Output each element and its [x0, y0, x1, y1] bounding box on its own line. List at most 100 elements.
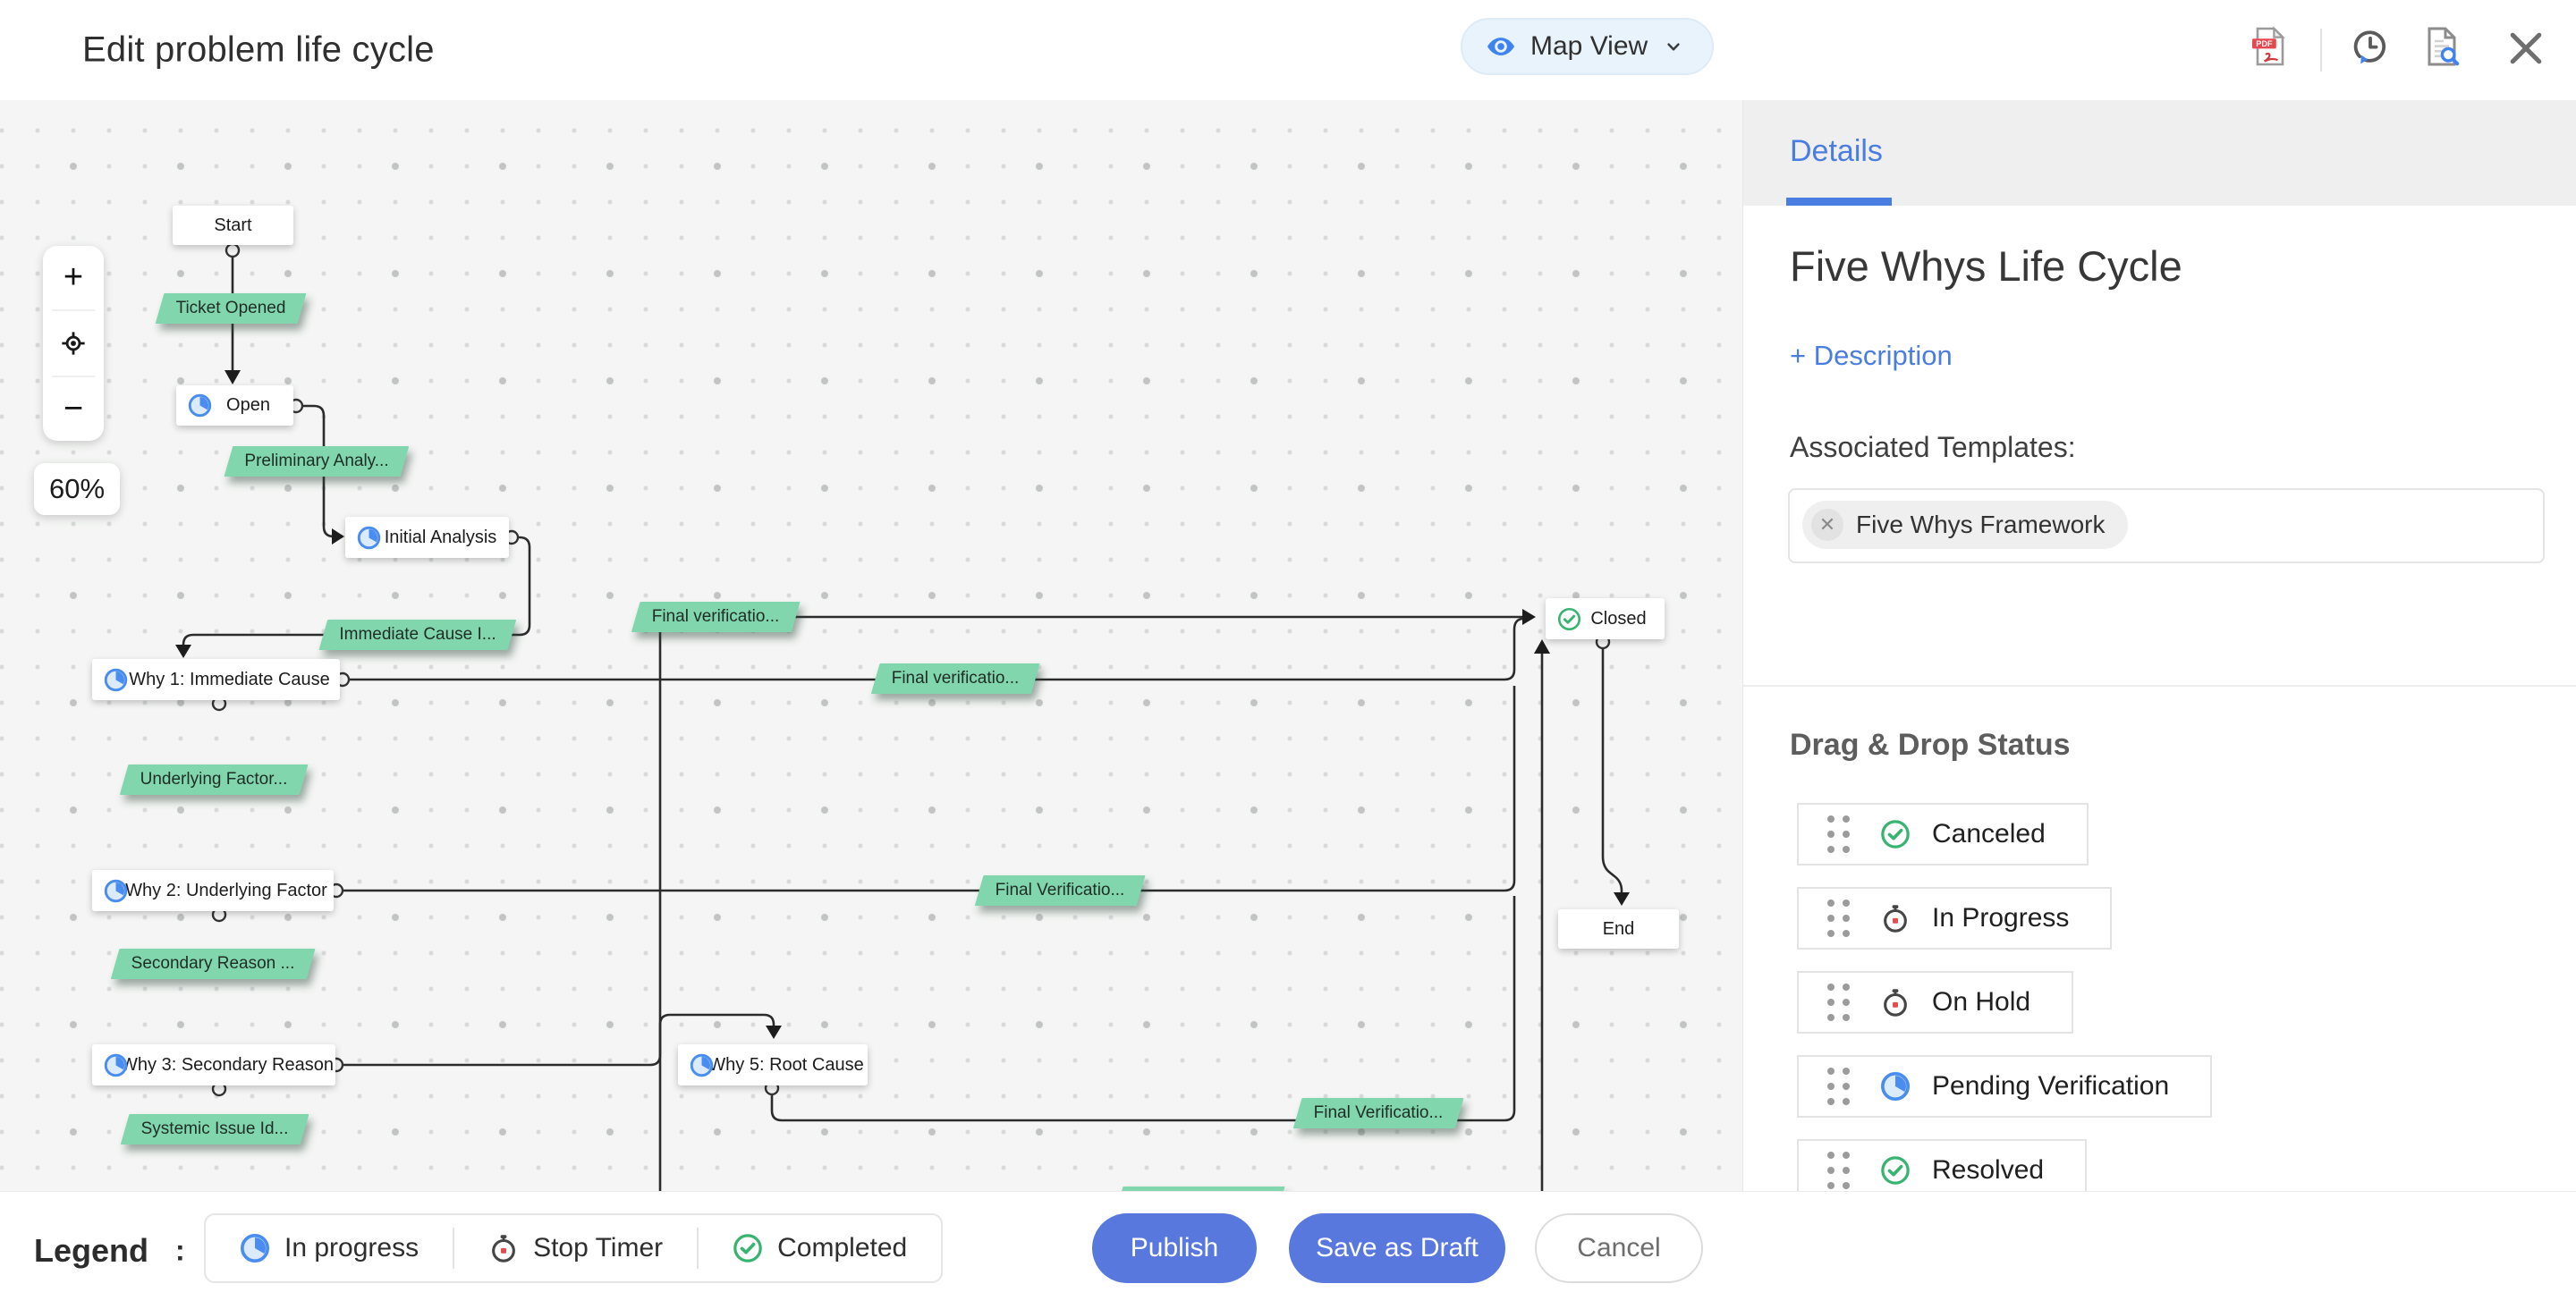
close-icon[interactable] [2504, 27, 2547, 70]
in-progress-icon [188, 393, 212, 418]
transition-label[interactable]: Ticket Opened [155, 293, 307, 324]
transition-label-text: Systemic Issue Id... [140, 1119, 289, 1138]
transition-label[interactable]: Systemic Issue Id... [120, 1114, 309, 1144]
transition-label-text: Final verificatio... [651, 607, 780, 626]
in-progress-icon [357, 526, 381, 550]
status-card[interactable]: Pending Verification [1797, 1055, 2213, 1118]
status-label: In Progress [1932, 903, 2070, 933]
associated-templates-label: Associated Templates: [1790, 431, 2076, 463]
transition-label[interactable]: Final verificatio... [870, 663, 1040, 694]
transition-label[interactable]: Final verificatio... [631, 602, 801, 632]
save-as-draft-button[interactable]: Save as Draft [1289, 1213, 1505, 1283]
view-selector-label: Map View [1530, 31, 1648, 61]
document-search-icon[interactable] [2420, 25, 2463, 68]
flow-node-why2[interactable]: Why 2: Underlying Factor [92, 870, 334, 911]
node-label: Why 5: Root Cause [708, 1054, 864, 1075]
tab-details[interactable]: Details [1790, 134, 1883, 168]
node-label: Why 2: Underlying Factor [125, 880, 327, 900]
chevron-down-icon [1662, 35, 1685, 58]
history-icon[interactable] [2349, 25, 2392, 68]
zoom-widget: + − [43, 246, 104, 441]
completed-icon [1880, 1155, 1911, 1186]
node-label: Why 3: Secondary Reason [121, 1054, 334, 1075]
cancel-button[interactable]: Cancel [1535, 1213, 1703, 1283]
status-card[interactable]: In Progress [1797, 887, 2113, 950]
transition-label-text: Immediate Cause I... [339, 625, 496, 644]
node-label: End [1602, 918, 1635, 939]
flow-node-end[interactable]: End [1558, 909, 1679, 949]
status-card[interactable]: On Hold [1797, 971, 2074, 1034]
transition-label-text: Final Verificatio... [1313, 1103, 1444, 1122]
header-bar: Edit problem life cycle Map View PDF [0, 0, 2576, 100]
panel-body: Five Whys Life Cycle + Description Assoc… [1743, 206, 2576, 1309]
flow-node-closed[interactable]: Closed [1546, 598, 1665, 639]
crosshair-icon [59, 329, 88, 358]
stop-timer-icon [1880, 987, 1911, 1018]
transition-label[interactable]: Underlying Factor... [119, 764, 309, 795]
in-progress-icon [104, 879, 128, 903]
remove-template-icon[interactable]: ✕ [1811, 509, 1843, 541]
pdf-export-icon[interactable]: PDF [2247, 25, 2290, 68]
drag-handle-icon[interactable] [1827, 815, 1850, 853]
panel-divider [1743, 685, 2576, 687]
header-divider [2320, 29, 2322, 72]
page-title: Edit problem life cycle [82, 30, 435, 70]
publish-button[interactable]: Publish [1092, 1213, 1257, 1283]
flow-node-start[interactable]: Start [173, 206, 293, 245]
status-label: Resolved [1932, 1155, 2045, 1185]
recenter-button[interactable] [43, 311, 104, 375]
transition-label-text: Secondary Reason ... [131, 954, 295, 973]
transition-label-text: Ticket Opened [175, 299, 286, 317]
associated-templates-field[interactable]: ✕ Five Whys Framework [1788, 488, 2545, 563]
lifecycle-title: Five Whys Life Cycle [1790, 242, 2182, 290]
legend-title: Legend [34, 1231, 149, 1269]
stop-timer-icon [1880, 903, 1911, 933]
in-progress-icon [1880, 1071, 1911, 1102]
node-label: Initial Analysis [384, 527, 497, 547]
zoom-out-button[interactable]: − [63, 389, 84, 427]
details-panel: Details Five Whys Life Cycle + Descripti… [1742, 100, 2576, 1309]
drag-drop-heading: Drag & Drop Status [1790, 728, 2071, 762]
transition-label-text: Final verificatio... [891, 669, 1020, 688]
flow-node-initial-analysis[interactable]: Initial Analysis [345, 517, 509, 558]
flow-node-open[interactable]: Open [176, 385, 293, 426]
transition-label[interactable]: Final Verificatio... [974, 875, 1146, 906]
flow-node-why5[interactable]: Why 5: Root Cause [678, 1044, 868, 1085]
drag-handle-icon[interactable] [1827, 899, 1850, 937]
legend-item-label: Stop Timer [533, 1233, 664, 1263]
legend-item-label: In progress [284, 1233, 419, 1263]
node-label: Open [226, 395, 270, 415]
divider [52, 375, 95, 377]
node-label: Why 1: Immediate Cause [129, 669, 330, 689]
drag-handle-icon[interactable] [1827, 984, 1850, 1021]
transition-label[interactable]: Final Verificatio... [1292, 1098, 1464, 1128]
view-selector[interactable]: Map View [1461, 18, 1715, 75]
in-progress-icon [690, 1053, 714, 1077]
in-progress-icon [104, 1053, 128, 1077]
transition-label[interactable]: Secondary Reason ... [110, 949, 316, 979]
transition-label-text: Underlying Factor... [140, 770, 288, 789]
transition-label[interactable]: Preliminary Analy... [224, 446, 410, 477]
drag-handle-icon[interactable] [1827, 1068, 1850, 1105]
transition-label-text: Preliminary Analy... [244, 452, 389, 470]
flow-node-why3[interactable]: Why 3: Secondary Reason [92, 1044, 335, 1085]
drag-handle-icon[interactable] [1827, 1152, 1850, 1189]
status-label: Pending Verification [1932, 1071, 2170, 1101]
flow-node-why1[interactable]: Why 1: Immediate Cause [92, 659, 340, 700]
legend-item: In progress [206, 1228, 453, 1269]
status-card[interactable]: Canceled [1797, 803, 2089, 866]
node-label: Start [214, 215, 252, 235]
eye-icon [1486, 31, 1516, 62]
template-chip: ✕ Five Whys Framework [1802, 501, 2129, 549]
zoom-in-button[interactable]: + [63, 258, 84, 297]
zoom-level-badge: 60% [34, 463, 120, 515]
flow-edges [175, 242, 1630, 1191]
status-label: Canceled [1932, 819, 2046, 849]
divider [52, 309, 95, 312]
panel-tabstrip: Details [1743, 100, 2576, 206]
add-description-link[interactable]: + Description [1790, 340, 1953, 371]
transition-label[interactable]: Immediate Cause I... [318, 620, 517, 650]
completed-icon [733, 1233, 763, 1263]
